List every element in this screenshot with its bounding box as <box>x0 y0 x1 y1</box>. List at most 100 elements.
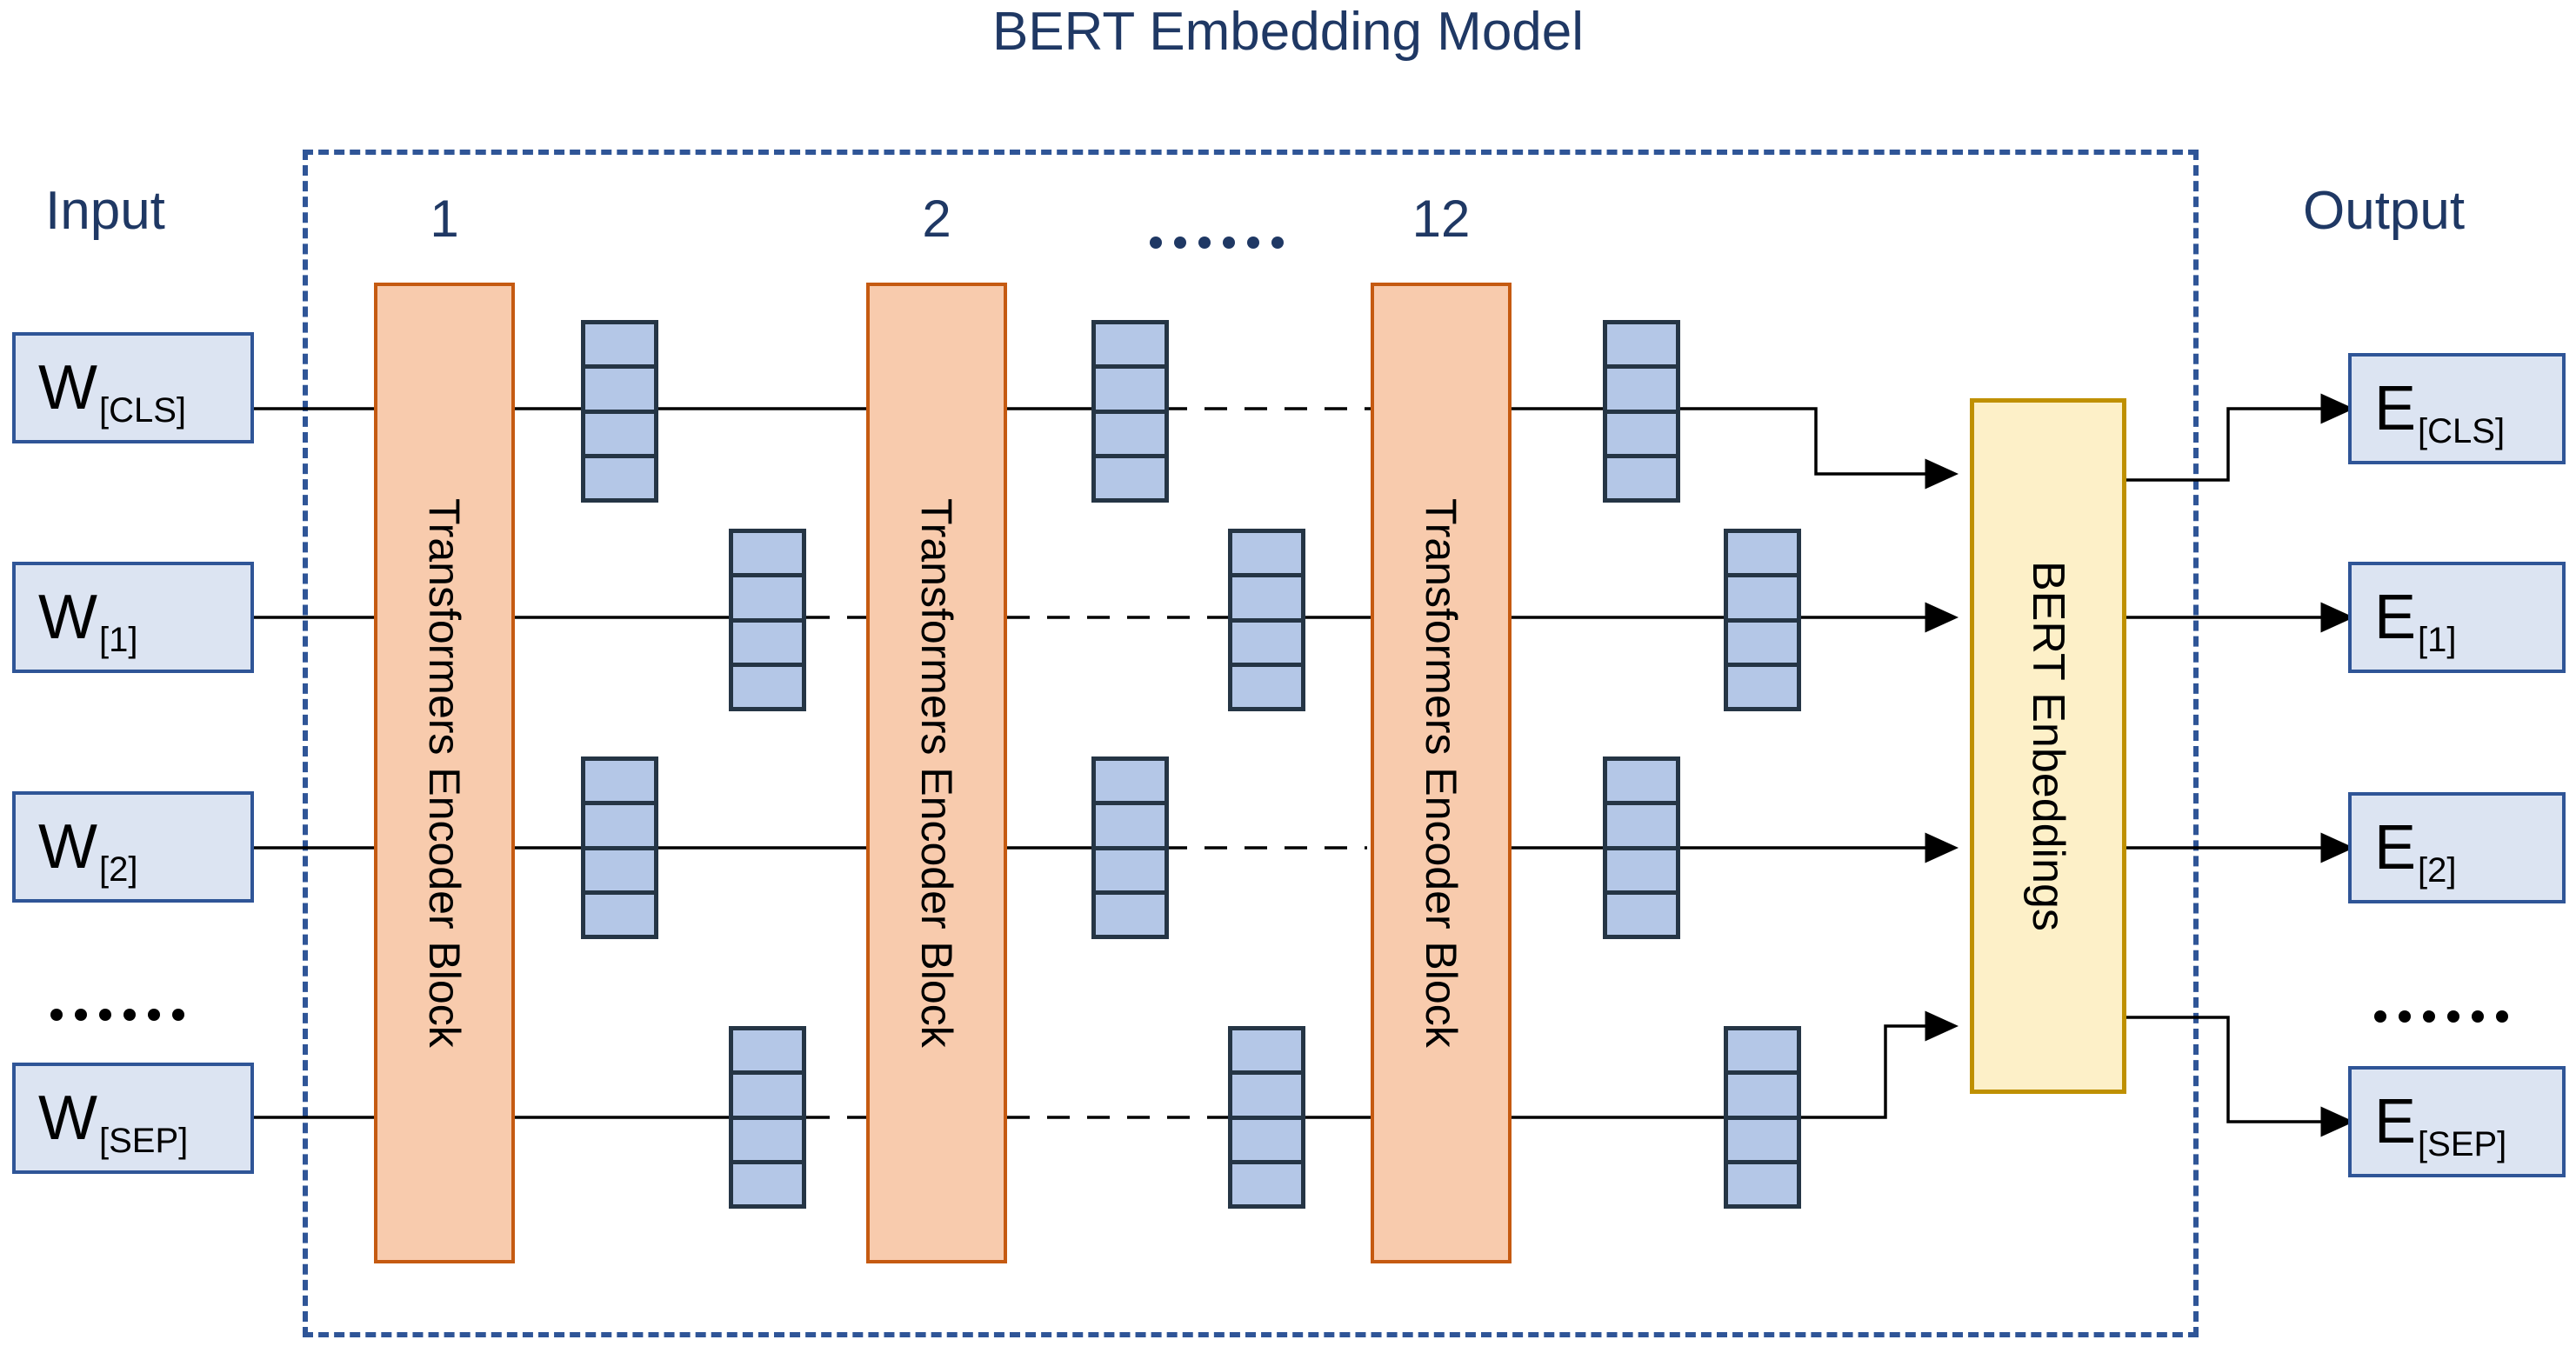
input-token-2-subscript: [2] <box>98 850 138 889</box>
vector-cell <box>1096 369 1165 414</box>
ellipsis-dot <box>2399 1010 2411 1023</box>
input-token-cls[interactable]: W [CLS] <box>12 332 254 443</box>
vector-cell <box>1728 1119 1797 1164</box>
input-token-sep[interactable]: W [SEP] <box>12 1063 254 1174</box>
output-token-2[interactable]: E [2] <box>2348 792 2566 903</box>
vector-cell <box>1728 666 1797 707</box>
vector-cell <box>733 533 802 578</box>
ellipsis-dot <box>1247 237 1259 249</box>
vector-stack-l12-r3 <box>1603 756 1680 939</box>
output-token-cls[interactable]: E [CLS] <box>2348 353 2566 464</box>
output-token-2-symbol: E <box>2374 812 2417 883</box>
input-token-2[interactable]: W [2] <box>12 791 254 903</box>
vector-cell <box>1607 850 1676 895</box>
encoder-block-2-label: Transformers Encoder Block <box>912 498 961 1048</box>
encoder-block-1-label: Transformers Encoder Block <box>420 498 469 1048</box>
vector-cell <box>1728 1030 1797 1076</box>
vector-stack-l12-r1 <box>1603 320 1680 503</box>
vector-stack-l2-r2 <box>1228 529 1305 711</box>
bert-embeddings-label: BERT Enbeddings <box>2023 561 2073 931</box>
ellipsis-dot <box>2447 1010 2459 1023</box>
output-token-1-subscript: [1] <box>2418 621 2457 659</box>
encoder-block-2[interactable]: Transformers Encoder Block <box>866 283 1007 1263</box>
input-token-cls-symbol: W <box>38 352 97 423</box>
input-token-1-subscript: [1] <box>98 621 138 659</box>
output-ellipsis <box>2374 1010 2508 1023</box>
vector-cell <box>1096 894 1165 935</box>
vector-cell <box>1232 533 1301 578</box>
ellipsis-dot <box>2472 1010 2484 1023</box>
vector-cell <box>733 1075 802 1120</box>
model-boundary <box>303 150 2199 1337</box>
output-token-cls-subscript: [CLS] <box>2418 412 2506 450</box>
page-title: BERT Embedding Model <box>991 2 1585 62</box>
ellipsis-dot <box>1198 237 1211 249</box>
input-column-label: Input <box>45 181 165 241</box>
vector-cell <box>1096 413 1165 458</box>
vector-cell <box>733 1163 802 1204</box>
input-token-sep-symbol: W <box>38 1083 97 1153</box>
output-token-2-subscript: [2] <box>2418 851 2457 890</box>
input-token-1[interactable]: W [1] <box>12 562 254 673</box>
vector-cell <box>585 805 654 850</box>
ellipsis-dot <box>123 1009 136 1021</box>
output-token-sep-symbol: E <box>2374 1086 2417 1156</box>
vector-stack-l12-r2 <box>1724 529 1801 711</box>
vector-cell <box>1232 1163 1301 1204</box>
ellipsis-dot <box>2423 1010 2435 1023</box>
vector-stack-l2-r4 <box>1228 1026 1305 1209</box>
vector-stack-l1-r4 <box>729 1026 806 1209</box>
ellipsis-dot <box>1223 237 1235 249</box>
vector-cell <box>1607 457 1676 498</box>
ellipsis-dot <box>1174 237 1186 249</box>
vector-cell <box>1607 761 1676 806</box>
vector-cell <box>1728 533 1797 578</box>
vector-cell <box>733 1030 802 1076</box>
bert-embeddings-block[interactable]: BERT Enbeddings <box>1970 398 2126 1094</box>
vector-cell <box>733 1119 802 1164</box>
ellipsis-dot <box>1271 237 1284 249</box>
vector-cell <box>733 666 802 707</box>
ellipsis-dot <box>75 1009 87 1021</box>
input-ellipsis <box>50 1009 184 1021</box>
vector-stack-l2-r1 <box>1091 320 1169 503</box>
input-token-2-symbol: W <box>38 811 97 882</box>
output-token-1-symbol: E <box>2374 582 2417 652</box>
input-token-1-symbol: W <box>38 582 97 652</box>
vector-cell <box>1096 805 1165 850</box>
vector-cell <box>1607 369 1676 414</box>
vector-stack-l12-r4 <box>1724 1026 1801 1209</box>
vector-cell <box>585 369 654 414</box>
vector-cell <box>1232 622 1301 667</box>
vector-stack-l2-r3 <box>1091 756 1169 939</box>
vector-cell <box>585 324 654 370</box>
vector-cell <box>585 894 654 935</box>
output-token-sep[interactable]: E [SEP] <box>2348 1066 2566 1177</box>
vector-cell <box>1607 324 1676 370</box>
output-token-1[interactable]: E [1] <box>2348 562 2566 673</box>
encoder-layer-number-12: 12 <box>1411 190 1471 248</box>
output-column-label: Output <box>2303 181 2466 241</box>
encoder-layer-number-1: 1 <box>430 190 459 248</box>
vector-cell <box>1232 1075 1301 1120</box>
vector-cell <box>733 577 802 623</box>
ellipsis-dot <box>2374 1010 2386 1023</box>
vector-cell <box>1096 324 1165 370</box>
vector-cell <box>1607 894 1676 935</box>
vector-stack-l1-r3 <box>581 756 658 939</box>
vector-cell <box>1096 457 1165 498</box>
encoder-block-12[interactable]: Transformers Encoder Block <box>1371 283 1512 1263</box>
encoder-block-1[interactable]: Transformers Encoder Block <box>374 283 515 1263</box>
vector-cell <box>585 457 654 498</box>
output-token-cls-symbol: E <box>2374 373 2417 443</box>
encoder-layer-ellipsis <box>1150 237 1284 249</box>
ellipsis-dot <box>50 1009 63 1021</box>
vector-cell <box>1096 761 1165 806</box>
vector-cell <box>1232 1030 1301 1076</box>
vector-cell <box>1232 666 1301 707</box>
vector-cell <box>1728 577 1797 623</box>
vector-stack-l1-r1 <box>581 320 658 503</box>
vector-cell <box>1096 850 1165 895</box>
vector-cell <box>1232 1119 1301 1164</box>
